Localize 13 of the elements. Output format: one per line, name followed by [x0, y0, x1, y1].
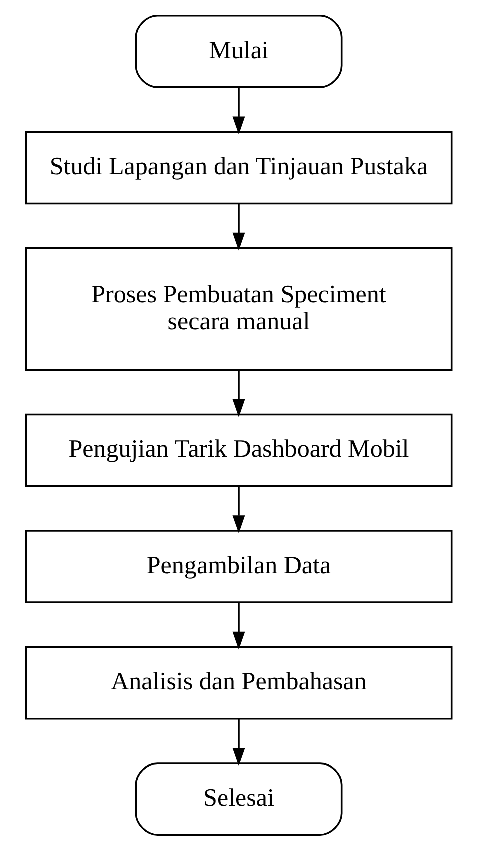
node-box: Pengambilan Data — [25, 530, 453, 604]
arrow — [232, 486, 246, 534]
arrow — [232, 204, 246, 251]
node-box: Pengujian Tarik Dashboard Mobil — [25, 414, 453, 488]
arrow — [232, 719, 246, 766]
node-box: Mulai — [135, 15, 343, 88]
node-box: Studi Lapangan dan Tinjauan Pustaka — [25, 131, 453, 205]
arrow — [232, 370, 246, 418]
node-box: Proses Pembuatan Speciment secara manual — [25, 248, 453, 371]
arrow — [232, 603, 246, 650]
node-box: Analisis dan Pembahasan — [25, 646, 453, 720]
arrow — [232, 88, 246, 135]
node-box: Selesai — [135, 762, 343, 836]
